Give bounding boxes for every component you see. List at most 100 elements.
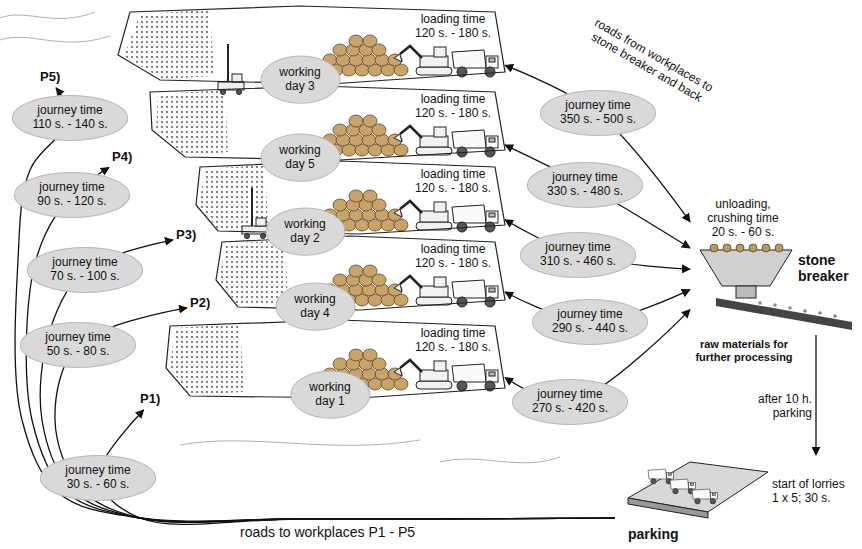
- journey-time-ellipse: journey time 30 s. - 60 s.: [40, 455, 156, 501]
- drill-rig: [242, 188, 268, 239]
- text-slot: parking: [628, 526, 679, 542]
- workplace-label: P2): [190, 296, 210, 311]
- working-day-ellipse: working day 1: [290, 370, 371, 419]
- edge-label: after 10 h. parking: [748, 392, 814, 422]
- excavator: [394, 201, 452, 230]
- journey-time-ellipse: journey time 50 s. - 80 s.: [20, 322, 136, 368]
- crushing-time: unloading, crushing time 20 s. - 60 s.: [700, 198, 786, 239]
- road-arrow: [505, 65, 690, 222]
- working-day-shape: [266, 208, 345, 255]
- text-slot: loading time 120 s. - 180 s.: [410, 168, 496, 196]
- journey-time: journey time 90 s. - 120 s.: [32, 181, 112, 209]
- road-arrow: [98, 410, 615, 525]
- journey-time: journey time 50 s. - 80 s.: [38, 331, 118, 359]
- text-slot: loading time 120 s. - 180 s.: [410, 327, 496, 355]
- text-slot: working day 2: [280, 218, 330, 246]
- working-day: working day 5: [275, 144, 325, 172]
- drill-faces: [124, 10, 288, 395]
- journey-time: journey time 30 s. - 60 s.: [58, 464, 138, 492]
- text-slot: P5): [40, 70, 60, 85]
- gravel: [758, 301, 837, 318]
- drill-rig: [218, 44, 244, 95]
- parked-truck: [648, 469, 673, 484]
- workplace-label: P5): [40, 70, 60, 85]
- loading-time: loading time 120 s. - 180 s.: [410, 327, 496, 355]
- text-slot: working day 4: [290, 293, 340, 321]
- text-slot: working day 1: [305, 381, 355, 409]
- working-day-shape: [261, 56, 340, 103]
- crusher-outlet: [736, 286, 756, 298]
- contour-line: [440, 457, 560, 463]
- text-slot: P2): [190, 296, 210, 311]
- text-slot: P4): [112, 150, 132, 165]
- journey-time: journey time 330 s. - 480 s.: [545, 171, 625, 199]
- working-day: working day 2: [280, 218, 330, 246]
- journey-time: journey time 110 s. - 140 s.: [30, 104, 110, 132]
- parking-lot: [628, 462, 768, 518]
- parking-area: parking start of lorries 1 x 5; 30 s.: [615, 455, 858, 547]
- loading-time: loading time 120 s. - 180 s.: [410, 243, 496, 271]
- journey-time-ellipse: journey time 310 s. - 460 s.: [520, 232, 636, 278]
- working-day: working day 1: [305, 381, 355, 409]
- text-slot: P3): [176, 228, 196, 243]
- text-slot: stone breaker: [798, 252, 856, 284]
- note-label: roads to workplaces P1 - P5: [240, 524, 415, 540]
- working-day-ellipse: working day 3: [260, 55, 341, 104]
- journey-time: journey time 350 s. - 500 s.: [558, 99, 638, 127]
- text-slot: P1): [140, 392, 160, 407]
- lorry-start-note: start of lorries 1 x 5; 30 s.: [772, 478, 852, 506]
- text-slot: loading time 120 s. - 180 s.: [410, 13, 496, 41]
- journey-time-ellipse: journey time 270 s. - 420 s.: [512, 379, 628, 425]
- working-day-shape: [261, 134, 340, 181]
- contour-line: [0, 12, 95, 18]
- journey-time-ellipse: journey time 350 s. - 500 s.: [540, 90, 656, 136]
- working-day-shape: [291, 371, 370, 418]
- output-note: raw materials for further processing: [683, 338, 805, 363]
- hopper: [700, 250, 792, 286]
- journey-time-ellipse: journey time 110 s. - 140 s.: [12, 95, 128, 141]
- excavator: [394, 276, 452, 305]
- text-slot: loading time 120 s. - 180 s.: [410, 243, 496, 271]
- working-day: working day 4: [290, 293, 340, 321]
- journey-time: journey time 290 s. - 440 s.: [550, 308, 630, 336]
- workplace-label: P4): [112, 150, 132, 165]
- dump-truck: [452, 364, 498, 391]
- loading-time: loading time 120 s. - 180 s.: [410, 93, 496, 121]
- conveyor-belt: [716, 298, 852, 330]
- note-label: raw materials for further processing: [683, 338, 805, 363]
- drill-face: [124, 10, 214, 79]
- contour-lines: [0, 12, 560, 463]
- journey-time: journey time 70 s. - 100 s.: [45, 256, 125, 284]
- hopper-rocks: [710, 244, 783, 252]
- working-day-ellipse: working day 5: [260, 133, 341, 182]
- text-slot: start of lorries 1 x 5; 30 s.: [772, 478, 852, 506]
- text-slot: working day 3: [275, 66, 325, 94]
- contour-line: [180, 440, 420, 445]
- excavator: [394, 360, 452, 389]
- road-note: roads to workplaces P1 - P5: [240, 524, 415, 540]
- text-slot: working day 5: [275, 144, 325, 172]
- journey-time-ellipse: journey time 330 s. - 480 s.: [527, 162, 643, 208]
- road-arrow: [815, 335, 816, 455]
- journey-time-ellipse: journey time 290 s. - 440 s.: [532, 299, 648, 345]
- working-day: working day 3: [275, 66, 325, 94]
- workplace-label: P3): [176, 228, 196, 243]
- journey-time: journey time 270 s. - 420 s.: [530, 388, 610, 416]
- parked-truck: [692, 489, 717, 504]
- journey-time: journey time 310 s. - 460 s.: [538, 241, 618, 269]
- terrace-band: [196, 161, 505, 234]
- parking-note: after 10 h. parking: [750, 393, 812, 421]
- journey-time-ellipse: journey time 70 s. - 100 s.: [27, 247, 143, 293]
- working-day-shape: [276, 283, 355, 330]
- text-slot: unloading, crushing time 20 s. - 60 s.: [700, 198, 786, 239]
- working-day-ellipse: working day 2: [265, 207, 346, 256]
- terrace-band: [216, 236, 505, 310]
- text-slot: loading time 120 s. - 180 s.: [410, 93, 496, 121]
- excavator: [394, 46, 452, 75]
- workplace-label: P1): [140, 392, 160, 407]
- parking-label: parking: [628, 526, 679, 542]
- working-day-ellipse: working day 4: [275, 282, 356, 331]
- stone-breaker-label: stone breaker: [798, 252, 856, 284]
- parked-truck: [670, 479, 695, 494]
